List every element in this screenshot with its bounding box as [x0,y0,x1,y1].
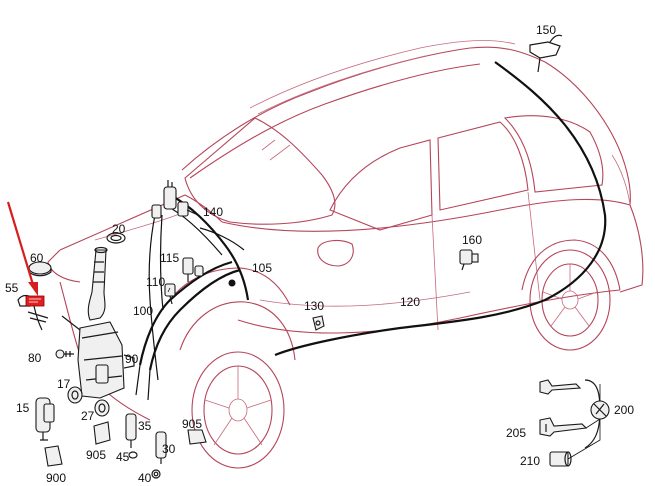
label-160: 160 [462,233,482,247]
washer-hose-routing [135,61,607,401]
part-20-cap-ring [106,232,126,244]
label-150: 150 [536,23,556,37]
part-150-rear-nozzle [529,34,563,73]
part-140-washer-nozzles [151,180,201,219]
part-15-washer-pump [35,397,55,441]
leader-lines [167,287,601,460]
part-115-bracket [182,257,204,282]
label-140: 140 [203,205,223,219]
label-17: 17 [57,377,71,391]
red-indicator-arrow [6,201,38,296]
label-27: 27 [81,409,95,423]
part-30-washer-pump [155,431,167,464]
label-15: 15 [16,401,30,415]
part-110-clip [164,283,176,305]
label-80: 80 [28,351,42,365]
label-45: 45 [116,450,130,464]
part-40-grommet [151,469,161,479]
part-130-clip [312,315,325,331]
label-205: 205 [506,426,526,440]
label-55: 55 [5,281,19,295]
vehicle-body-outline [47,40,644,469]
label-100: 100 [133,304,153,318]
highlighted-part [25,295,49,331]
label-130: 130 [304,299,324,313]
label-210: 210 [520,454,540,468]
part-80-bolt [55,349,74,359]
label-60: 60 [30,251,44,265]
part-35-washer-pump [125,413,137,448]
label-905-left: 905 [86,448,106,462]
label-900: 900 [46,471,66,485]
label-90: 90 [125,352,139,366]
part-160-connector [459,249,479,271]
callout-labels: 150 140 20 60 55 115 110 100 105 120 130… [5,23,634,485]
label-30: 30 [162,442,176,456]
label-110: 110 [146,275,165,289]
part-200-205-210-sensor-set [539,379,610,467]
label-20: 20 [112,222,126,236]
label-115: 115 [160,251,179,265]
label-40: 40 [138,471,152,485]
part-27-grommet [94,399,110,417]
label-105: 105 [252,261,272,275]
part-45-spacer [128,451,138,459]
label-905-right: 905 [182,417,202,431]
label-35: 35 [138,419,152,433]
part-17-grommet [67,386,83,404]
label-120: 120 [400,295,420,309]
part-905-connectors [93,421,207,445]
part-900-connector [44,445,63,467]
part-90-washer-reservoir [61,246,135,399]
label-200: 200 [614,403,634,417]
